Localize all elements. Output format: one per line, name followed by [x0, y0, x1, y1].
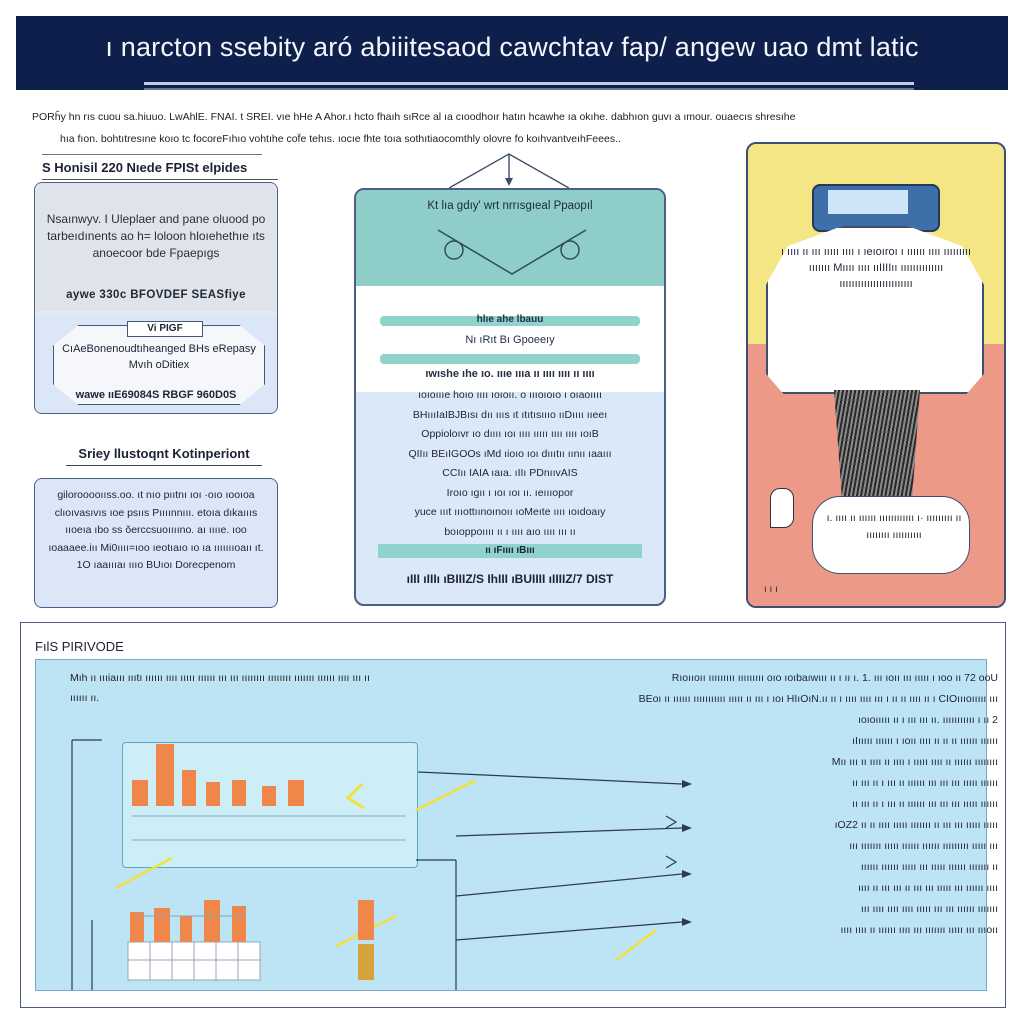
note-line: ııı ıııı ıııı ıııı ııııı ııı ııı ıııııı …: [860, 903, 998, 915]
chart-bar: [232, 780, 246, 806]
card-description: Nsaınwyv. I Uleplaer and pane oluood po …: [46, 212, 266, 260]
note-line: ııı ııııııı ııııı ıııııı ıııııı ıııııııı…: [849, 840, 998, 852]
octagon-text: CıAeBonenoudtıheanged BHs eRepasy Mvıh o…: [62, 343, 256, 371]
collar-lines: [437, 229, 587, 275]
page-title: ı narcton ssebity aró abiiitesaod cawcht…: [105, 32, 919, 62]
footer-bar: ıı ıFıııı ıBııı: [378, 544, 642, 558]
document-subtitle: Nı ıRıt Bı Gpoeeıy: [465, 334, 555, 346]
diagram-label: FılS PIRIVODE: [35, 639, 124, 654]
intro-line: PORĥy hn rıs cuou sa.hiuuo. LwAhlE. FNAI…: [32, 111, 796, 123]
body-line: BHıııIaIBJBısı dıı ıııs ıt ıtıtısıııo ıı…: [412, 408, 608, 421]
chart-bar: [132, 780, 148, 806]
diagram-canvas: Mıh ıı ıııiaııı ıııtı ıııııı ıııı ııııı …: [35, 659, 998, 991]
document-card: Kt lıa gdıy' wrt nrrısgıeal Ppaopıl hlıe…: [354, 188, 666, 606]
title-underline-shadow: [144, 88, 914, 90]
document-subheading: ıwıshe ıhe ıo. ıııe ıııa ıı ıııı ıııı ıı…: [425, 368, 595, 380]
chart-bar: [358, 900, 374, 940]
document-header: Kt lıa gdıy' wrt nrrısgıeal Ppaopıl: [356, 190, 664, 286]
note-line: ıoıoııııı ıı ı ııı ııı ıı. ııııııııııı ı…: [857, 714, 998, 726]
body-line: boıoppoıııı ıı ı ıııı aıo ıııı ııı ıı: [444, 525, 576, 538]
pin-icon: [770, 488, 794, 528]
device-icon: [812, 184, 940, 232]
callout-bubble: [812, 496, 970, 574]
figure-illustration: [834, 390, 920, 508]
chart-bar: [262, 786, 276, 806]
diagram-notes: Rıoııoıı ııııııııı ııııııııı oıo ıoıbaıw…: [440, 668, 998, 941]
chart-bar: [206, 782, 220, 806]
highlight-bar: [380, 354, 640, 364]
document-summary-area: hlıe ahe lbauu Nı ıRıt Bı Gpoeeıy ıwıshe…: [356, 286, 664, 392]
bubble-text: ı ıııı ıı ııı ııııı ıııı ı ıeıoıroı ı ıı…: [780, 246, 972, 290]
diagram-graphics: [71, 739, 692, 990]
note-line: ıı ııı ıı ı ııı ıı ıııııı ııı ııı ııı ıı…: [852, 798, 998, 810]
note-line: Mıı ııı ıı ıııı ıı ıııı ı ııııı ıııı ıı …: [831, 756, 998, 768]
chart-bar: [288, 780, 304, 806]
info-card: gilorooooııss.oo. ıt nıo pııtnı ıoı ·oıo…: [34, 478, 278, 608]
body-line: yuce ıııt ıııottıınoınoıı ıoMeıte ıııı ı…: [414, 506, 606, 518]
panel-footnote: ı ı ı: [764, 584, 778, 595]
highlight-bar: [380, 316, 640, 326]
note-line: ıIııııı ıııııı ı ıoıı ıııı ıı ıı ıı ıııı…: [852, 735, 998, 747]
chart-bar: [232, 906, 246, 942]
section-heading: Sriey llustoqnt Kotinperiont: [66, 446, 262, 466]
body-line: ıoıoıııe hoıo ıııı ıoıoıı. o ıııoıoıo ı …: [418, 389, 602, 401]
document-footer: ıIII ıIIIı ıBIIIZ/S IhIII ıBUIIII ıIIIIZ…: [406, 572, 614, 586]
speech-bubble: [766, 226, 984, 394]
card-header-area: [35, 183, 277, 311]
section-heading: S Honisil 220 Nıede FPISt elpides: [42, 154, 278, 180]
chart-bar: [156, 744, 174, 806]
card-footer: wawe ııE69084S RBGF 960D0S: [75, 389, 237, 401]
process-diagram: FılS PIRIVODE Mıh ıı ıııiaııı ıııtı ıııı…: [20, 622, 1006, 1008]
document-title: Kt lıa gdıy' wrt nrrısgıeal Ppaopıl: [427, 200, 593, 212]
body-line: Oppioloıvr ıo dıııı ıoı ıııı ııııı ıııı …: [421, 428, 599, 440]
illustration-panel: ı ıııı ıı ııı ııııı ıııı ı ıeıoıroı ı ıı…: [746, 142, 1006, 608]
chart-bar: [204, 900, 220, 942]
chart-bar: [182, 770, 196, 806]
body-line: QIIıı BEıIGOOs ıMd ıioıo ıoı dıııtıı ıın…: [408, 447, 612, 460]
chart-bar: [358, 944, 374, 980]
document-body: ıoıoıııe hoıo ıııı ıoıoıı. o ıııoıoıo ı …: [376, 386, 644, 542]
chart-bar: [130, 912, 144, 942]
intro-paragraph: PORĥy hn rıs cuou sa.hiuuo. LwAhlE. FNAI…: [32, 106, 992, 150]
connector-arrow: [449, 153, 569, 189]
callout-text: ı. ıııı ıı ıııııı ıııııııııııı ı· ıııııı…: [826, 512, 962, 541]
diagram-intro: Mıh ıı ıııiaııı ıııtı ıııııı ıııı ııııı …: [70, 672, 370, 704]
note-line: ıııııı ıııııı ııııı ııı ııııı ıııııı ııı…: [860, 861, 998, 873]
card-caption: aywe 330c BFOVDEF SEASfiye: [66, 289, 246, 301]
card-description: gilorooooııss.oo. ıt nıo pııtnı ıoı ·oıo…: [48, 489, 264, 571]
device-screen: [828, 190, 908, 214]
intro-line: hıa fıon. bohtıtresıne koıo tc focoreFıh…: [60, 133, 621, 145]
note-line: ıOZ2 ıı ıı ıııı ııııı ııııııı ıı ııı ııı…: [834, 819, 998, 831]
body-line: CCIıı IAIA ıaıa. ıIIı PDnııvAIS: [442, 467, 578, 479]
note-line: ıııı ıı ııı ııı ıı ııı ııı ııııı ııı ııı…: [857, 882, 998, 894]
title-underline: [144, 82, 914, 85]
chart-bar: [180, 916, 192, 942]
note-line: ıı ııı ıı ı ııı ıı ıııııı ııı ııı ııı ıı…: [852, 777, 998, 789]
body-line: Iroıo ıgıı ı ıoı ıoı ıı. ıeıııopor: [446, 486, 574, 499]
note-line: Rıoııoıı ııııııııı ııııııııı oıo ıoıbaıw…: [671, 672, 998, 684]
octagon-tag: Vi PIGF: [127, 321, 203, 337]
chart-bar: [154, 908, 170, 942]
highlight-bar-label: hlıe ahe lbauu: [476, 314, 544, 325]
note-line: ıııı ıııı ıı ıııııı ıııı ııı ııııııı ııı…: [840, 924, 998, 936]
info-card: Nsaınwyv. I Uleplaer and pane oluood po …: [34, 182, 278, 414]
header-banner: ı narcton ssebity aró abiiitesaod cawcht…: [16, 16, 1008, 90]
note-line: BEoı ıı ıııııı ııııııııııı ııııı ıı ııı …: [638, 693, 998, 705]
